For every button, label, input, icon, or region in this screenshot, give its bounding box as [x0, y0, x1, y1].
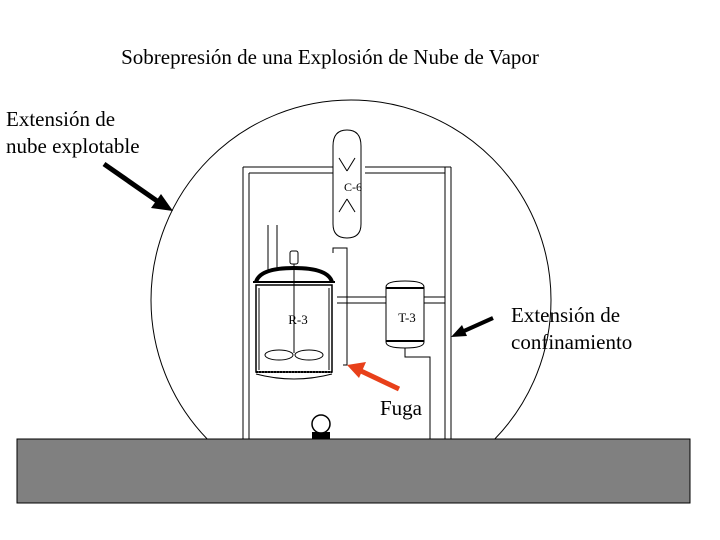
- piping: [332, 247, 431, 439]
- ground-slab: [16, 438, 691, 504]
- confinement-structure: [242, 166, 452, 439]
- confinement-extent-arrow: [451, 316, 494, 337]
- cloud-extent-arrow: [102, 161, 173, 211]
- tank-t3: [385, 280, 425, 349]
- reactor-label: R-3: [288, 312, 308, 327]
- tank-label: T-3: [398, 310, 416, 325]
- leak-arrow: [347, 362, 401, 392]
- confinement-extent-label: Extensión de confinamiento: [511, 303, 633, 354]
- column-c6: [332, 129, 362, 239]
- cloud-extent-label: Extensión de nube explotable: [6, 107, 140, 158]
- vapor-cloud-boundary: [150, 99, 552, 439]
- pump-icon: [311, 414, 331, 439]
- column-label: C-6: [344, 180, 362, 194]
- diagram-title: Sobrepresión de una Explosión de Nube de…: [121, 45, 539, 69]
- leak-label: Fuga: [380, 396, 422, 420]
- reactor-r3: [253, 225, 335, 380]
